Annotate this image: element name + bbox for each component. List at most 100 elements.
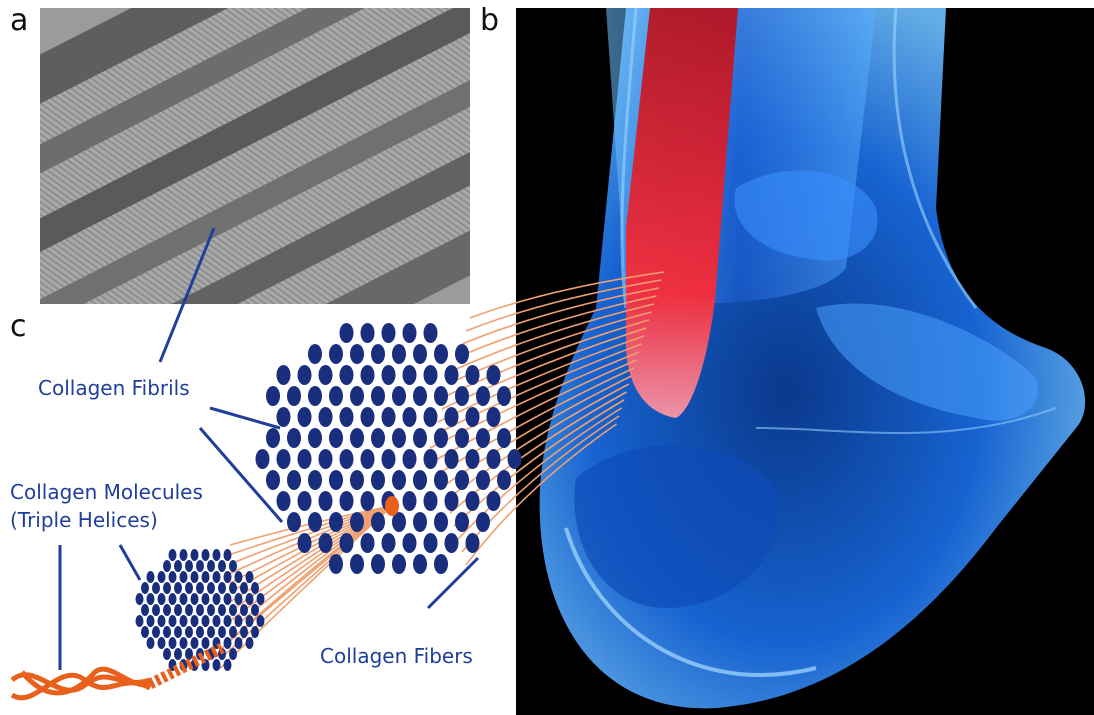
molecule-dot <box>152 604 160 616</box>
fibril-dot <box>329 554 343 574</box>
fibril-dot <box>466 407 480 427</box>
strand-line <box>466 280 662 331</box>
fibril-dot <box>371 344 385 364</box>
fibril-dot <box>256 449 270 469</box>
fibril-dot <box>392 554 406 574</box>
molecule-dot <box>169 615 177 627</box>
fibril-dot <box>476 386 490 406</box>
molecule-dot <box>202 571 210 583</box>
molecule-dot <box>174 648 182 660</box>
fibril-dot <box>266 428 280 448</box>
molecule-dot <box>185 626 193 638</box>
molecule-dot <box>213 659 221 671</box>
fibril-dot <box>392 386 406 406</box>
molecule-dot <box>185 648 193 660</box>
fibril-dot <box>350 554 364 574</box>
fibril-dot <box>298 449 312 469</box>
molecule-dot <box>169 593 177 605</box>
label-triple-helices: (Triple Helices) <box>10 508 158 533</box>
fibril-dot <box>371 428 385 448</box>
fibril-dot <box>466 449 480 469</box>
molecule-dot <box>218 560 226 572</box>
fibril-dot <box>497 386 511 406</box>
fibril-dot <box>340 449 354 469</box>
label-collagen-molecules: Collagen Molecules <box>10 480 203 505</box>
fibril-dot <box>350 512 364 532</box>
molecule-dot <box>163 604 171 616</box>
fibril-dot <box>340 533 354 553</box>
molecule-dot <box>224 593 232 605</box>
fibril-dot <box>308 386 322 406</box>
fibril-dot <box>403 365 417 385</box>
fibril-dot <box>382 365 396 385</box>
molecule-dot <box>136 615 144 627</box>
molecule-dot <box>202 637 210 649</box>
molecule-dot <box>141 582 149 594</box>
fibril-dot <box>487 449 501 469</box>
fibril-dot <box>319 407 333 427</box>
strand-line <box>454 400 624 526</box>
molecule-dot <box>218 626 226 638</box>
fibril-dot <box>329 344 343 364</box>
molecule-dot <box>213 593 221 605</box>
molecule-dot <box>169 571 177 583</box>
fibril-dot <box>434 554 448 574</box>
fibril-dot <box>434 470 448 490</box>
fibril-dot <box>413 386 427 406</box>
fibril-dot <box>382 407 396 427</box>
molecule-dot <box>147 593 155 605</box>
fibril-dot <box>350 344 364 364</box>
fibril-dot <box>298 407 312 427</box>
fibril-dot <box>434 386 448 406</box>
fibril-dot <box>371 470 385 490</box>
fibril-dot <box>476 428 490 448</box>
fibril-cross-section <box>256 323 522 574</box>
molecule-dot <box>207 604 215 616</box>
fibril-dot <box>445 533 459 553</box>
molecule-dot <box>224 659 232 671</box>
fibril-dot <box>361 491 375 511</box>
molecule-dot <box>235 637 243 649</box>
fibril-dot <box>329 428 343 448</box>
fibril-dot <box>487 491 501 511</box>
label-collagen-fibers: Collagen Fibers <box>320 644 473 669</box>
fibril-dot <box>287 512 301 532</box>
strand-line <box>442 376 632 487</box>
molecule-dot <box>251 582 259 594</box>
fibril-dot <box>287 386 301 406</box>
fibril-dot <box>329 512 343 532</box>
fibril-dot <box>361 407 375 427</box>
strand-line <box>446 384 629 500</box>
molecule-dot <box>185 582 193 594</box>
fibril-dot <box>455 386 469 406</box>
molecule-dot <box>196 560 204 572</box>
fibril-dot <box>476 470 490 490</box>
fibril-dot <box>319 491 333 511</box>
fibril-dot <box>497 428 511 448</box>
molecule-dot <box>224 571 232 583</box>
molecule-dot <box>235 571 243 583</box>
fibril-dot <box>382 323 396 343</box>
molecule-dot <box>174 604 182 616</box>
fibril-dot <box>424 491 438 511</box>
fibril-dot <box>455 470 469 490</box>
fibril-dot <box>287 428 301 448</box>
fibril-dot <box>403 407 417 427</box>
fibril-dot <box>445 365 459 385</box>
fibril-dot <box>350 386 364 406</box>
fibril-dot <box>371 386 385 406</box>
molecule-dot <box>202 549 210 561</box>
fibril-dot <box>277 365 291 385</box>
molecule-dot <box>196 582 204 594</box>
molecule-dot <box>213 549 221 561</box>
molecule-dot <box>191 593 199 605</box>
fibril-dot <box>298 533 312 553</box>
fibril-dot <box>298 491 312 511</box>
molecule-dot <box>191 571 199 583</box>
fibril-dot <box>434 344 448 364</box>
fibril-dot <box>455 344 469 364</box>
fibril-dot <box>308 344 322 364</box>
molecule-dot <box>196 626 204 638</box>
molecule-dot <box>218 604 226 616</box>
molecule-dot <box>218 582 226 594</box>
